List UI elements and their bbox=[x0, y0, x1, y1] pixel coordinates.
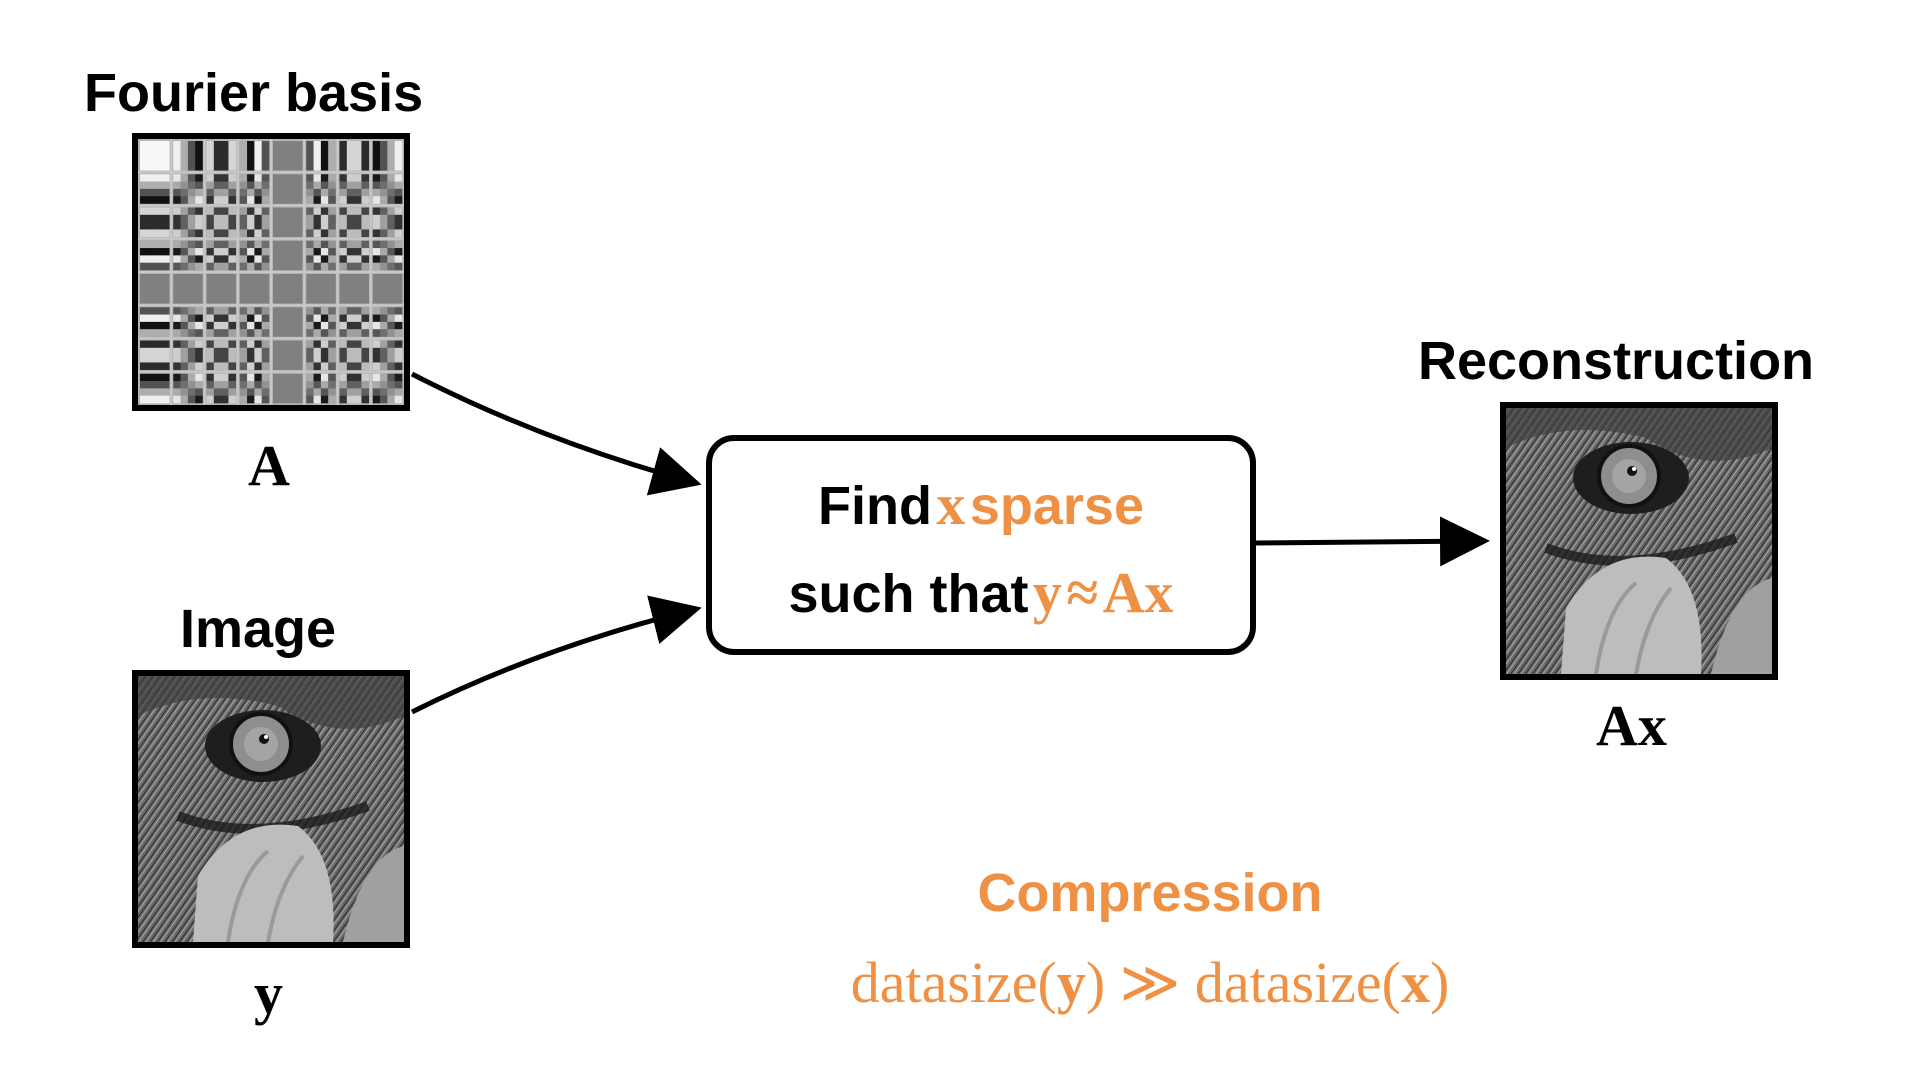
arrow-image-to-process bbox=[410, 595, 702, 715]
process-line-1: Find x sparse bbox=[712, 471, 1250, 538]
input-image bbox=[132, 670, 410, 948]
formula-mid: ) ≫ datasize( bbox=[1085, 950, 1401, 1015]
formula-x: x bbox=[1400, 950, 1430, 1015]
compression-formula: datasize(y) ≫ datasize(x) bbox=[760, 948, 1540, 1016]
ax-symbol: Ax bbox=[1102, 560, 1174, 625]
formula-y: y bbox=[1056, 950, 1086, 1015]
fourier-matrix-symbol: A bbox=[248, 433, 290, 498]
formula-lhs: datasize( bbox=[850, 950, 1057, 1015]
find-word: Find bbox=[817, 476, 932, 536]
such-that-words: such that bbox=[788, 564, 1029, 624]
reconstruction-symbol: Ax bbox=[1596, 693, 1667, 758]
approx-symbol: ≈ bbox=[1066, 560, 1099, 625]
image-vector-symbol: y bbox=[254, 961, 283, 1026]
image-title: Image bbox=[180, 599, 337, 659]
fourier-basis-title: Fourier basis bbox=[84, 63, 424, 123]
formula-end: ) bbox=[1429, 950, 1450, 1015]
compression-title: Compression bbox=[977, 863, 1323, 923]
sparse-word: sparse bbox=[969, 476, 1144, 536]
reconstruction-title: Reconstruction bbox=[1418, 331, 1815, 391]
sparse-x-symbol: x bbox=[936, 472, 966, 537]
sparse-solver-box: Find x sparse such that y ≈ Ax bbox=[706, 435, 1256, 655]
process-line-2: such that y ≈ Ax bbox=[712, 559, 1250, 626]
reconstruction-image bbox=[1500, 402, 1778, 680]
y-symbol: y bbox=[1032, 560, 1062, 625]
fourier-basis-image bbox=[132, 133, 410, 411]
arrow-process-to-reconstruction bbox=[1255, 516, 1490, 567]
arrow-fourier-to-process bbox=[410, 371, 702, 496]
